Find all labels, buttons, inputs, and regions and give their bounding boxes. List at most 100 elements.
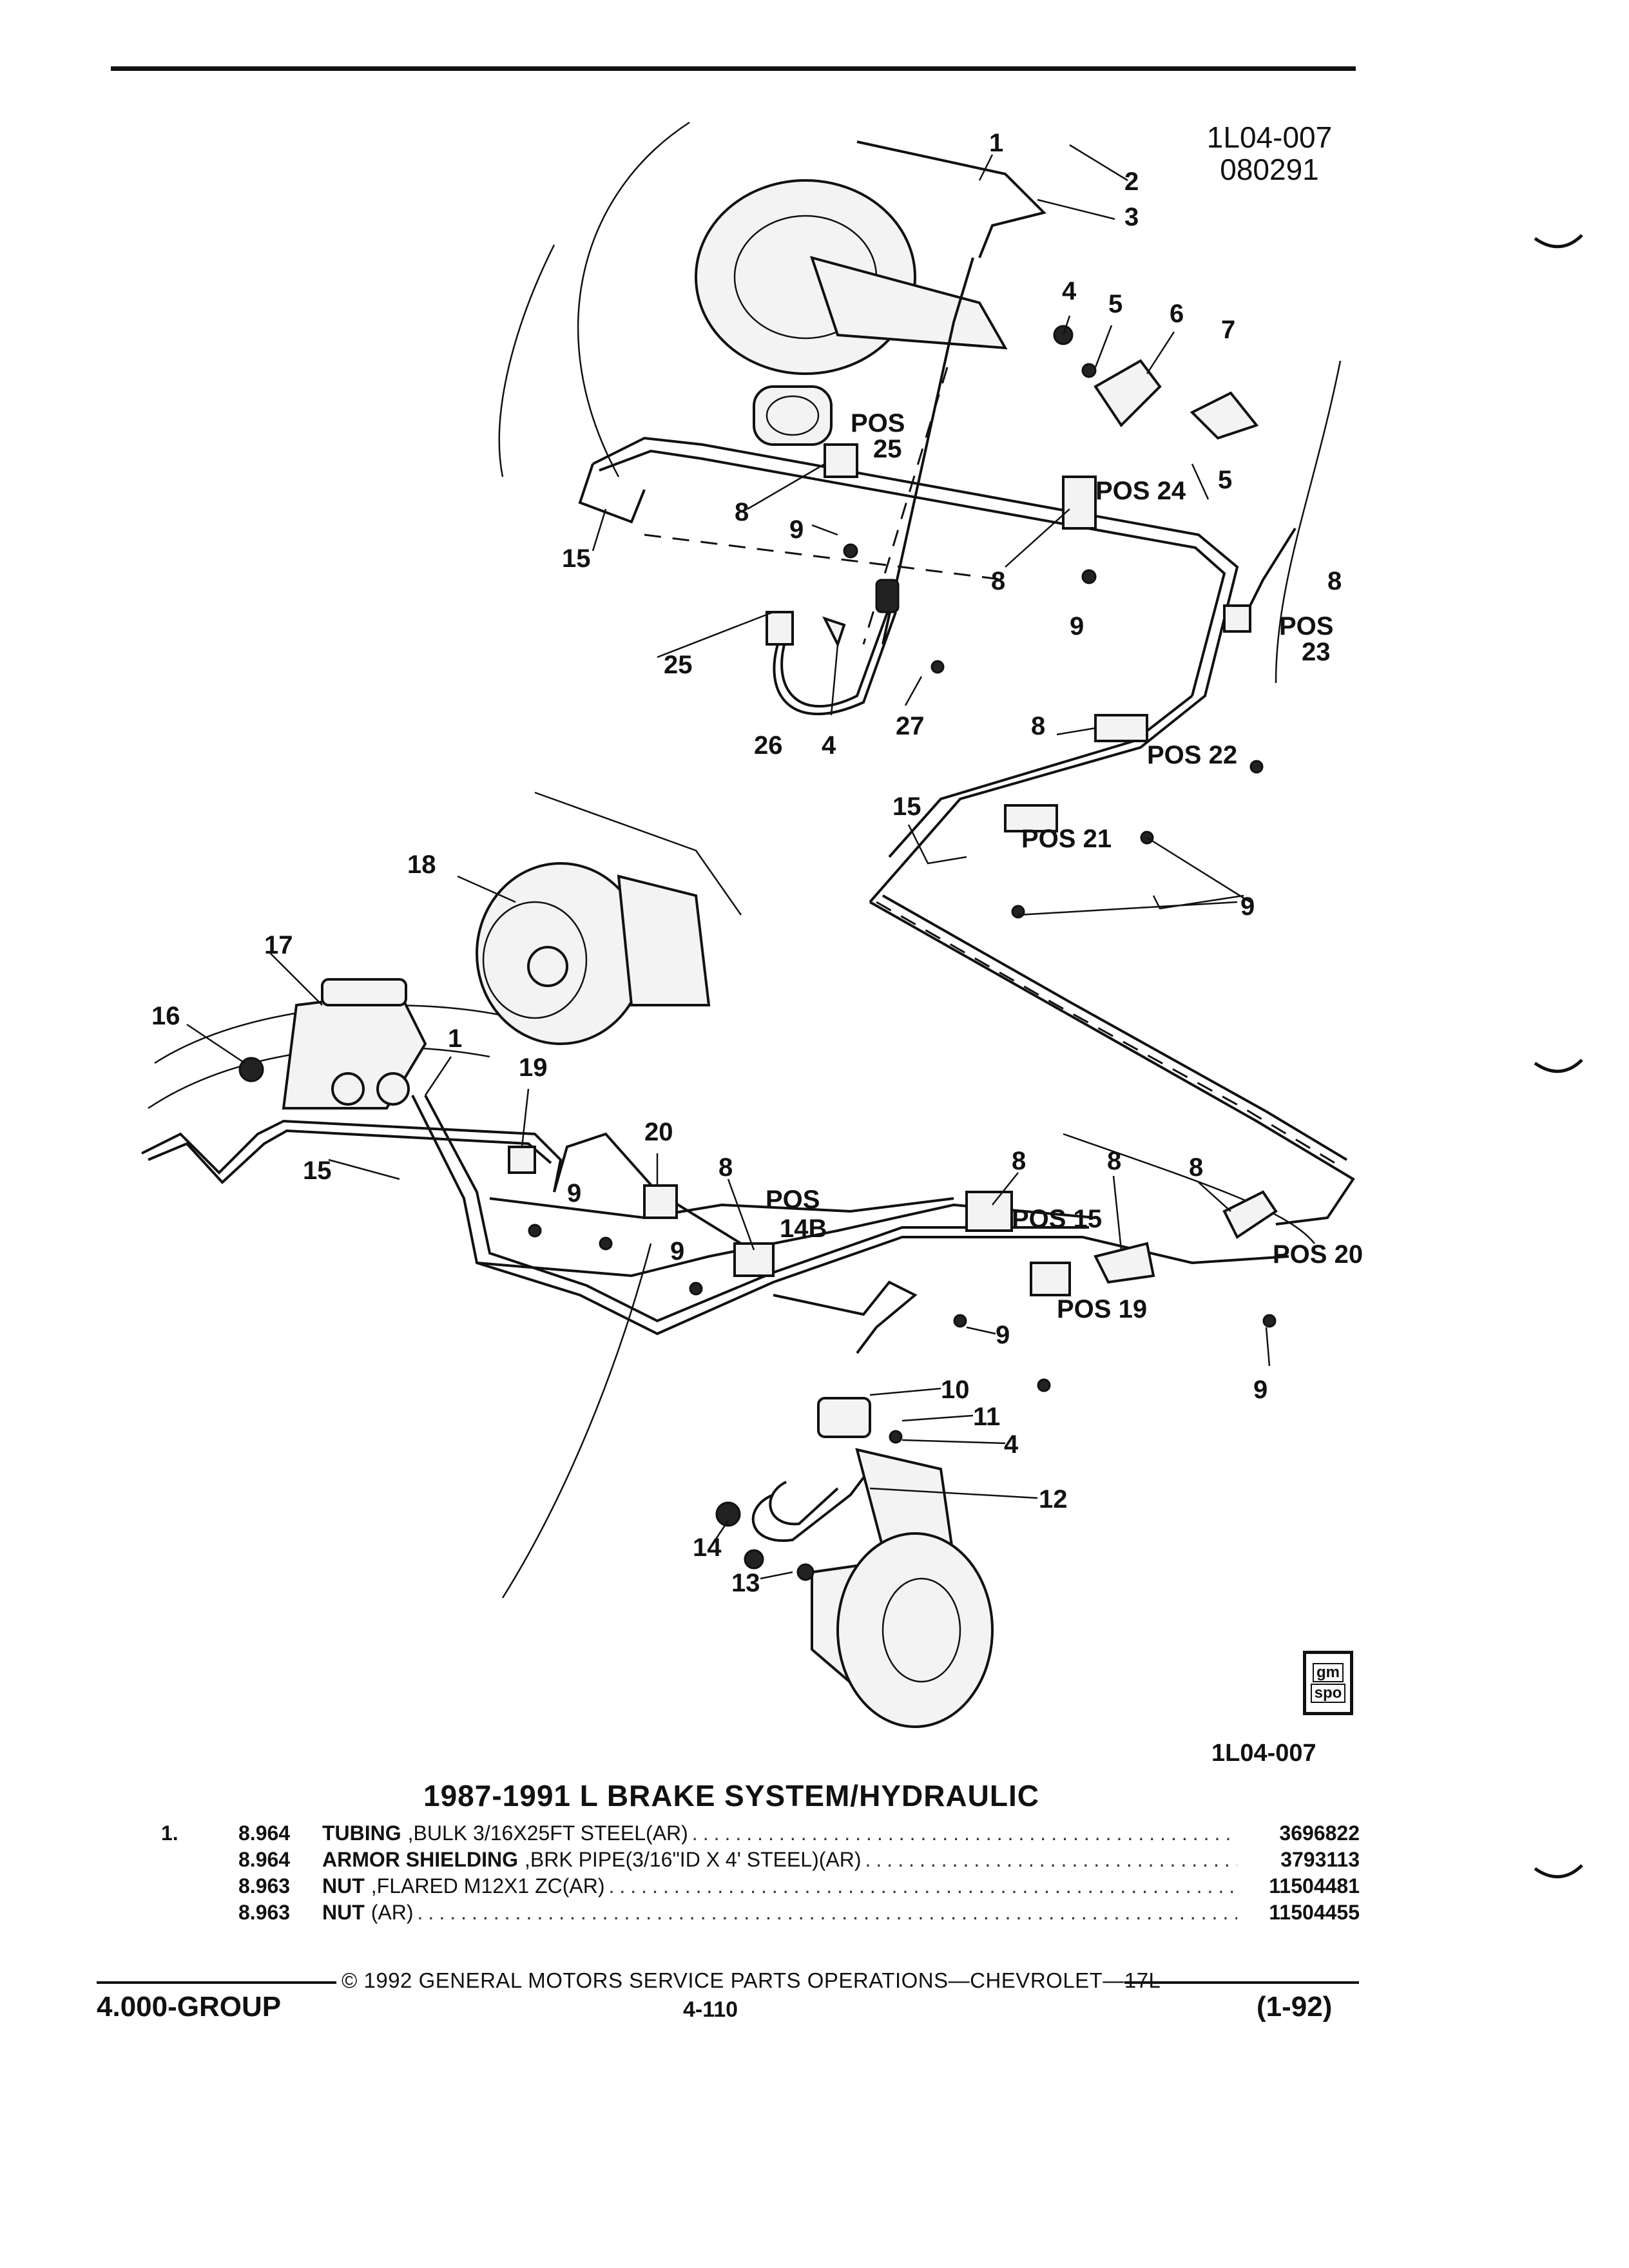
- pos-14-label: POS: [766, 1186, 820, 1214]
- callout-16: 16: [151, 1002, 180, 1030]
- pos-15-label: POS 15: [1012, 1205, 1102, 1233]
- parts-list: 1. 8.964 TUBING ,BULK 3/16X25FT STEEL(AR…: [161, 1821, 1360, 1927]
- position-labels: POS 25 POS 24 POS 23 POS 22 POS 21 POS 1…: [766, 409, 1363, 1323]
- callout-labels: 1 2 3 4 5 6 7 5 8 9 15 8 9 8 25 27 26 4 …: [151, 129, 1342, 1597]
- callout-1-top: 1: [989, 129, 1003, 157]
- parts-row: 1. 8.964 TUBING ,BULK 3/16X25FT STEEL(AR…: [161, 1821, 1360, 1848]
- part-name: TUBING: [322, 1821, 401, 1845]
- upper-hose-assembly: [766, 579, 900, 715]
- binding-mark-2: [1534, 1059, 1583, 1073]
- callout-15-mid: 15: [892, 793, 921, 821]
- callout-9-d: 9: [567, 1179, 581, 1207]
- part-name: ARMOR SHIELDING: [322, 1848, 518, 1871]
- logo-line-2: spo: [1310, 1684, 1346, 1703]
- binding-mark-1: [1534, 234, 1583, 249]
- callout-4-lower: 4: [1004, 1430, 1019, 1459]
- callout-6: 6: [1170, 300, 1184, 328]
- callout-25: 25: [664, 651, 693, 679]
- callout-5-top: 5: [1108, 290, 1123, 318]
- callout-8-a: 8: [735, 498, 749, 526]
- brake-booster-upper: [695, 179, 1008, 446]
- callout-8-g: 8: [1107, 1147, 1121, 1175]
- part-number: 11504455: [1269, 1901, 1360, 1924]
- leader-dots: ........................................…: [691, 1821, 1237, 1845]
- pos-19-label: POS 19: [1057, 1295, 1147, 1323]
- part-number: 3696822: [1279, 1821, 1360, 1845]
- part-code: 8.963: [238, 1901, 291, 1924]
- footer-revision: (1-92): [1257, 1991, 1333, 2023]
- callout-3: 3: [1124, 203, 1139, 231]
- illustration-ids: 1L04-007 080291: [1173, 121, 1366, 186]
- pos-20-label: POS 20: [1273, 1240, 1363, 1269]
- upper-clips: [824, 325, 1259, 832]
- callout-9-c: 9: [1240, 892, 1255, 921]
- callout-8-h: 8: [1189, 1153, 1203, 1182]
- part-description: ,BRK PIPE(3/16"ID X 4' STEEL)(AR): [525, 1848, 862, 1871]
- part-description: ,BULK 3/16X25FT STEEL(AR): [407, 1821, 688, 1845]
- illustration-id: 1L04-007: [1206, 120, 1333, 154]
- leader-dots: ........................................…: [417, 1901, 1237, 1924]
- callout-12: 12: [1039, 1485, 1068, 1514]
- binding-mark-3: [1534, 1864, 1583, 1879]
- pos-23-number: 23: [1302, 638, 1331, 666]
- callout-4-mid: 4: [822, 731, 836, 760]
- callout-15-lower: 15: [303, 1157, 332, 1185]
- parts-row: 8.964 ARMOR SHIELDING ,BRK PIPE(3/16"ID …: [161, 1848, 1360, 1874]
- callout-9-a: 9: [789, 515, 804, 544]
- callout-18: 18: [407, 850, 436, 879]
- footer-group: 4.000-GROUP: [97, 1991, 282, 2023]
- pos-25-label: POS: [851, 409, 905, 437]
- lower-clips: [508, 1146, 1278, 1296]
- part-name: NUT: [322, 1901, 365, 1924]
- parts-row: 8.963 NUT ,FLARED M12X1 ZC(AR) .........…: [161, 1874, 1360, 1901]
- upper-brake-lines: [578, 140, 1355, 1225]
- leader-dots: ........................................…: [865, 1848, 1237, 1871]
- callout-8-b: 8: [991, 567, 1005, 595]
- footer-page-number: 4-110: [683, 1997, 738, 2022]
- callout-8-c: 8: [1327, 567, 1342, 595]
- callout-7: 7: [1221, 316, 1235, 344]
- logo-line-1: gm: [1313, 1663, 1344, 1682]
- callout-14: 14: [693, 1533, 722, 1562]
- leader-lines: [186, 144, 1271, 1580]
- callout-8-d: 8: [1031, 712, 1045, 740]
- part-description: ,FLARED M12X1 ZC(AR): [371, 1874, 605, 1898]
- leader-dots: ........................................…: [608, 1874, 1238, 1898]
- pos-25-number: 25: [873, 435, 902, 463]
- top-rule: [111, 66, 1356, 71]
- part-code: 8.964: [238, 1848, 291, 1871]
- part-code: 8.963: [238, 1874, 291, 1898]
- part-code: 8.964: [238, 1821, 291, 1845]
- pos-14-number: 14B: [780, 1215, 827, 1243]
- copyright-rule-right: [1124, 1981, 1359, 1984]
- callout-1-lower: 1: [448, 1024, 462, 1053]
- callout-10: 10: [941, 1376, 970, 1404]
- callout-4-top: 4: [1062, 277, 1077, 305]
- pos-23-label: POS: [1279, 612, 1333, 640]
- callout-15-top: 15: [562, 544, 591, 573]
- gm-spo-logo: gm spo: [1303, 1651, 1353, 1715]
- date-code: 080291: [1220, 153, 1319, 186]
- callout-26: 26: [754, 731, 783, 760]
- callout-5-mid: 5: [1218, 466, 1232, 494]
- part-name: NUT: [322, 1874, 365, 1898]
- figure-id-bottom: 1L04-007: [1211, 1740, 1316, 1767]
- part-number: 3793113: [1280, 1848, 1360, 1871]
- parts-row: 8.963 NUT (AR) .........................…: [161, 1901, 1360, 1927]
- page-title: 1987-1991 L BRAKE SYSTEM/HYDRAULIC: [423, 1779, 1039, 1812]
- callout-17: 17: [264, 931, 293, 959]
- part-index: 1.: [161, 1821, 178, 1845]
- callout-2: 2: [1124, 168, 1139, 196]
- lower-brake-lines: [141, 1095, 1289, 1354]
- callout-8-f: 8: [1012, 1147, 1026, 1175]
- callout-8-e: 8: [718, 1153, 733, 1182]
- callout-19: 19: [519, 1053, 548, 1082]
- pos-21-label: POS 21: [1021, 825, 1112, 853]
- copyright-rule-left: [97, 1981, 336, 1984]
- callout-20: 20: [644, 1118, 673, 1146]
- fastener-marks: [528, 543, 1277, 1444]
- part-number: 11504481: [1269, 1874, 1360, 1898]
- callout-9-f: 9: [996, 1321, 1010, 1349]
- callout-13: 13: [731, 1569, 760, 1597]
